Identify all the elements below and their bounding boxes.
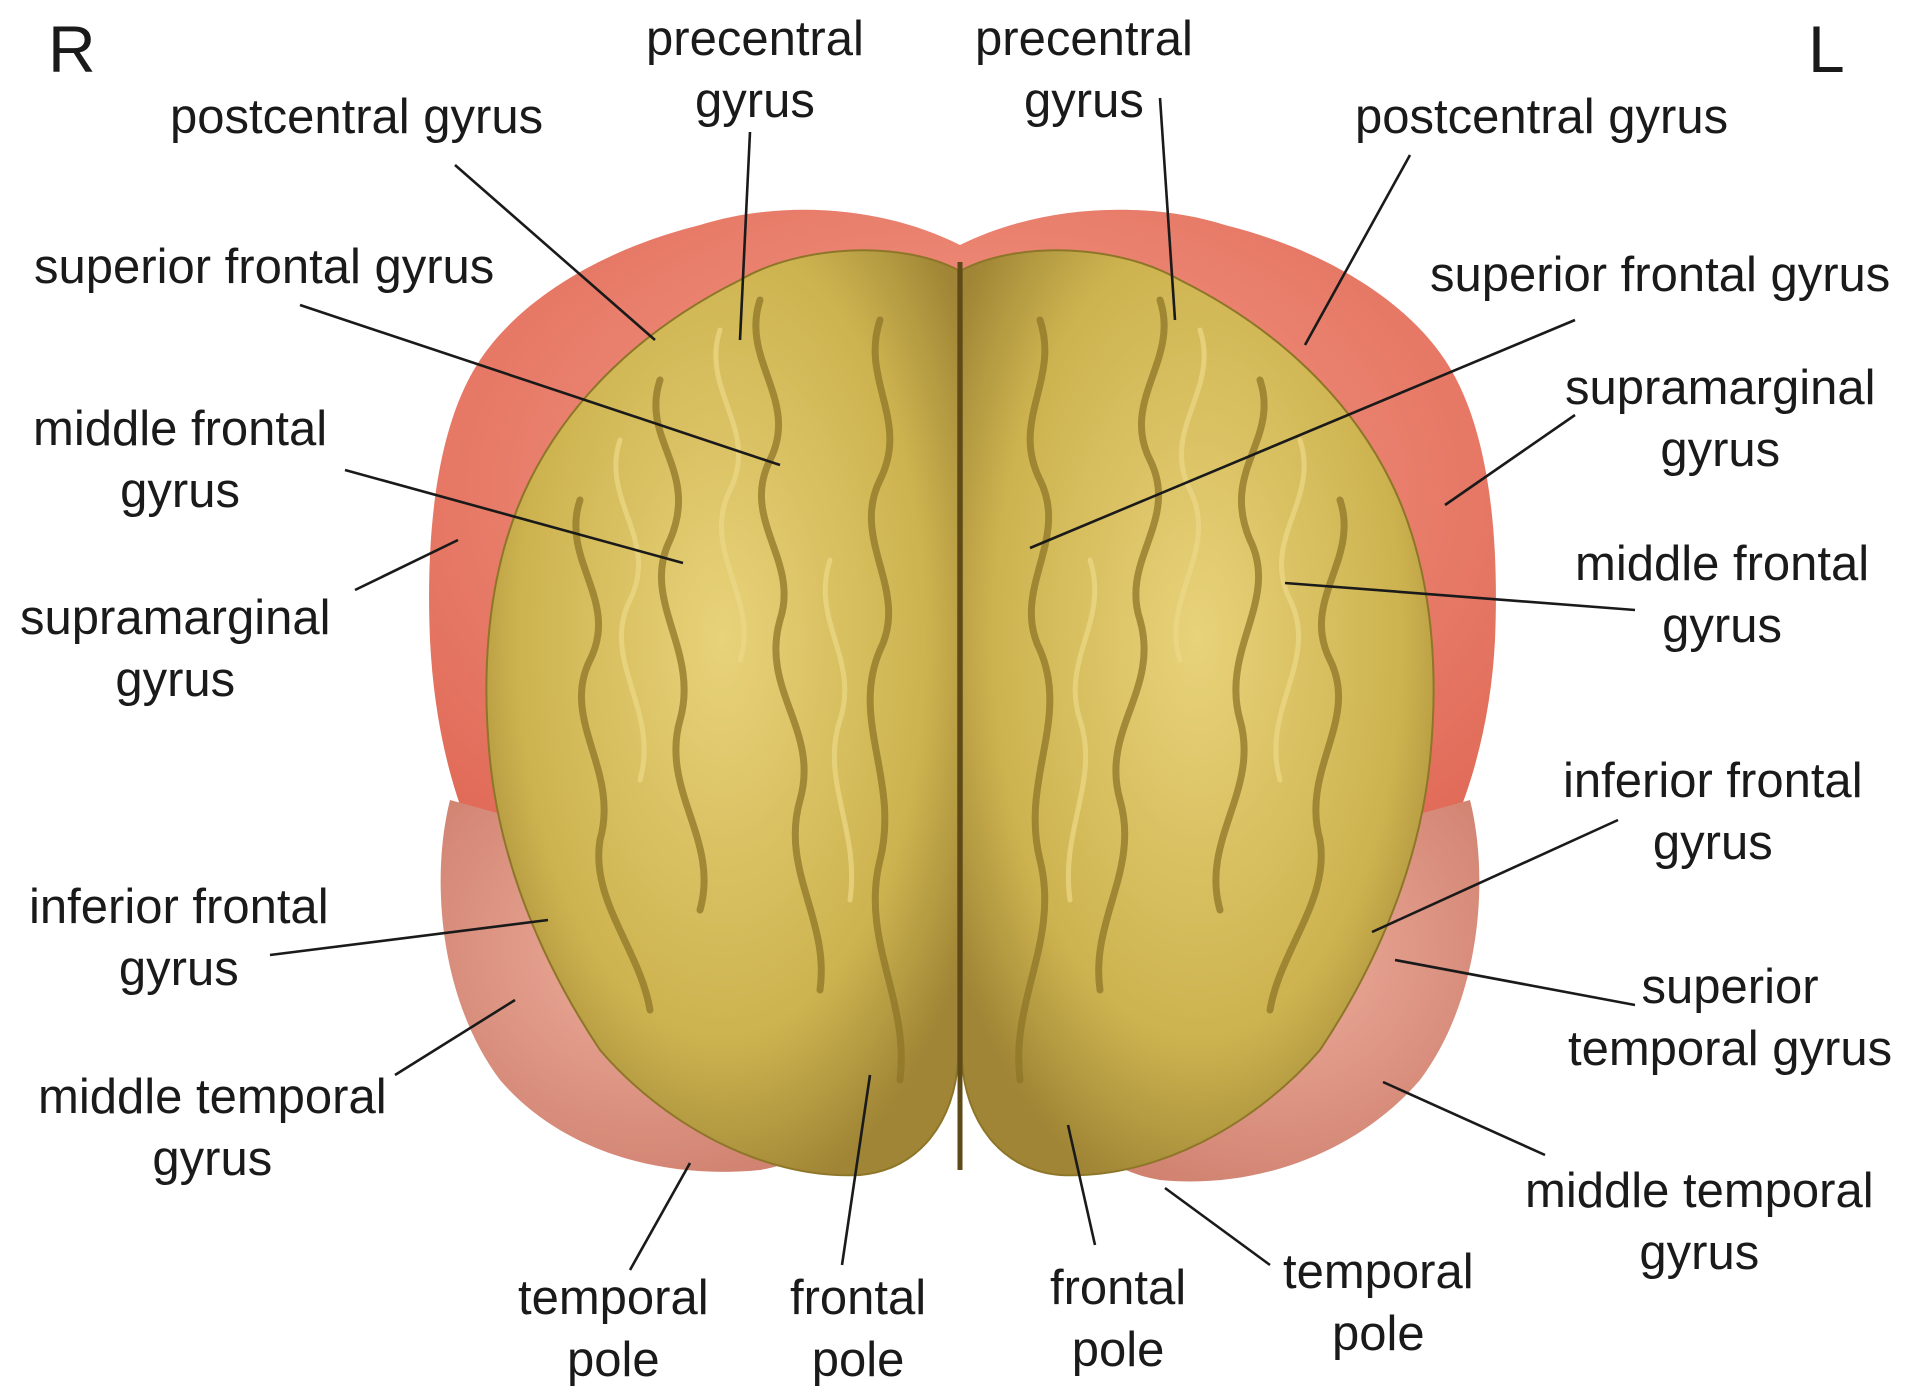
label-temporal-pole-right: temporal pole <box>518 1267 709 1391</box>
label-line: supramarginal <box>1565 361 1876 415</box>
label-line: middle frontal <box>33 402 328 456</box>
orientation-left-label: L <box>1808 12 1845 86</box>
label-postcentral-gyrus-left: postcentral gyrus <box>1355 86 1728 148</box>
label-line: temporal gyrus <box>1568 1022 1893 1076</box>
label-line: frontal <box>1050 1261 1187 1315</box>
label-line: middle temporal <box>38 1070 387 1124</box>
label-line: precentral <box>646 12 864 66</box>
label-line: superior frontal gyrus <box>1430 248 1891 302</box>
label-line: supramarginal <box>20 591 331 645</box>
label-line: gyrus <box>1660 423 1781 477</box>
label-line: frontal <box>790 1271 927 1325</box>
label-middle-temporal-gyrus-right: middle temporal gyrus <box>38 1066 387 1190</box>
label-superior-frontal-gyrus-left: superior frontal gyrus <box>1430 244 1890 306</box>
label-middle-frontal-gyrus-right: middle frontal gyrus <box>33 398 327 522</box>
label-precentral-gyrus-right: precentral gyrus <box>646 8 864 132</box>
label-line: pole <box>1071 1323 1165 1377</box>
label-temporal-pole-left: temporal pole <box>1283 1241 1474 1365</box>
label-line: temporal <box>518 1271 709 1325</box>
label-line: gyrus <box>1662 599 1782 653</box>
label-precentral-gyrus-left: precentral gyrus <box>975 8 1193 132</box>
label-line: temporal <box>1283 1245 1474 1299</box>
label-middle-frontal-gyrus-left: middle frontal gyrus <box>1575 533 1869 657</box>
label-line: pole <box>567 1333 660 1387</box>
gyri-highlights <box>613 327 1307 903</box>
label-line: gyrus <box>1639 1226 1760 1280</box>
label-supramarginal-gyrus-right: supramarginal gyrus <box>20 587 331 711</box>
label-line: gyrus <box>1024 74 1144 128</box>
label-line: pole <box>811 1333 905 1387</box>
label-line: pole <box>1332 1307 1425 1361</box>
label-line: inferior frontal <box>29 880 329 934</box>
label-superior-temporal-gyrus-left: superior temporal gyrus <box>1568 956 1892 1080</box>
label-line: gyrus <box>1652 816 1773 870</box>
label-line: gyrus <box>695 74 815 128</box>
label-line: gyrus <box>115 653 236 707</box>
gyri-folds <box>572 296 1348 1084</box>
label-line: middle frontal <box>1575 537 1870 591</box>
label-middle-temporal-gyrus-left: middle temporal gyrus <box>1525 1160 1874 1284</box>
label-inferior-frontal-gyrus-left: inferior frontal gyrus <box>1563 750 1863 874</box>
label-frontal-pole-right: frontal pole <box>790 1267 926 1391</box>
label-line: superior frontal gyrus <box>34 240 495 294</box>
orientation-right-label: R <box>48 12 96 86</box>
label-line: postcentral gyrus <box>1355 90 1729 144</box>
label-line: superior <box>1641 960 1819 1014</box>
label-line: gyrus <box>152 1132 273 1186</box>
label-line: postcentral gyrus <box>170 90 544 144</box>
label-line: inferior frontal <box>1563 754 1863 808</box>
label-supramarginal-gyrus-left: supramarginal gyrus <box>1565 357 1876 481</box>
leader-lines <box>269 97 1636 1271</box>
label-line: gyrus <box>120 464 240 518</box>
label-frontal-pole-left: frontal pole <box>1050 1257 1186 1381</box>
label-line: middle temporal <box>1525 1164 1874 1218</box>
frontal-lobe-right-shape <box>485 249 959 1177</box>
label-line: precentral <box>975 12 1193 66</box>
label-postcentral-gyrus-right: postcentral gyrus <box>170 86 543 148</box>
label-inferior-frontal-gyrus-right: inferior frontal gyrus <box>29 876 329 1000</box>
label-superior-frontal-gyrus-right: superior frontal gyrus <box>34 236 494 298</box>
label-line: gyrus <box>118 942 239 996</box>
